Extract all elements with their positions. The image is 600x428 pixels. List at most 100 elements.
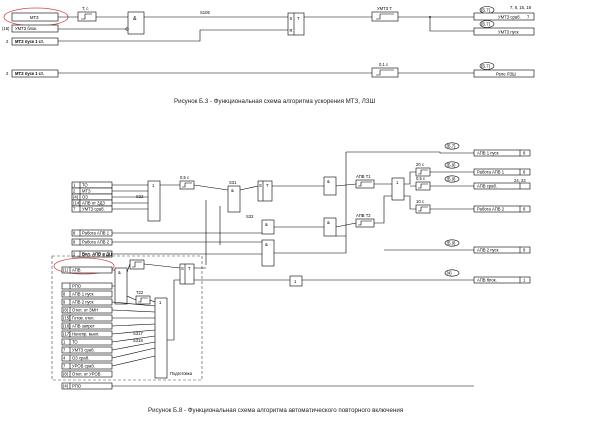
input-label: Готов. откл. <box>72 316 95 321</box>
wire-bundle <box>112 232 262 255</box>
or-label: 1 <box>152 183 155 188</box>
trigger-t: T <box>297 16 300 21</box>
timer-symbol <box>418 169 428 175</box>
ref-tag-text: {Б.7} <box>481 8 491 13</box>
input-num: 7 <box>73 207 76 212</box>
output-label: Работа АПВ 1 <box>477 170 505 175</box>
input-num: (17) <box>63 332 71 337</box>
timer-label: Т22 <box>136 290 144 295</box>
input-num: 7 <box>63 364 66 369</box>
ref-numbers: 7, 8, 15, 18 <box>510 5 532 10</box>
timer-symbol <box>132 261 142 268</box>
input-label: АПВ запрет <box>72 324 95 329</box>
input-num: (16) <box>2 26 10 31</box>
ref-tag <box>444 142 460 150</box>
ref-tag-text: {Б.7} <box>481 22 491 27</box>
input-label: МТЗ пуск 1 ст. <box>15 71 44 76</box>
input-box <box>61 382 113 390</box>
timer-symbol <box>376 69 394 76</box>
wire-bundle <box>111 301 156 367</box>
or-label: 1 <box>396 180 399 185</box>
ref-tag <box>444 269 460 277</box>
input-box-start <box>11 37 59 46</box>
trigger-s: S <box>259 183 262 188</box>
output-num: 7 <box>527 15 530 20</box>
input-label: Неиспр. выкл. <box>72 332 99 337</box>
timer-symbol <box>418 183 428 189</box>
timer-label: 20 с <box>416 162 424 167</box>
input-label: МТЗ <box>30 15 39 20</box>
wire-bundle <box>112 184 148 210</box>
input-num: 9 <box>73 240 76 245</box>
timer-block <box>371 67 399 78</box>
timer-label: АПВ T1 <box>356 174 371 179</box>
timer-block <box>129 259 145 270</box>
signal-label: S31 <box>229 180 237 185</box>
output-box <box>473 12 535 21</box>
input-num: 1 <box>63 340 66 345</box>
ref-tag-text: {4} <box>447 270 453 275</box>
wire <box>193 184 229 191</box>
input-num: (15) <box>63 316 71 321</box>
figure-caption: Рисунок Б.3 - Функциональная схема алгор… <box>174 98 375 105</box>
input-num: 9 <box>63 300 66 305</box>
timer-label: 0,5 с <box>416 176 425 181</box>
ref-tag-text: {Б.9} <box>447 176 457 181</box>
highlight-ellipse <box>53 257 115 275</box>
and-gate <box>114 267 128 305</box>
preparation-region <box>51 255 203 381</box>
ref-tag <box>479 20 495 28</box>
signal-label: S106 <box>200 10 210 15</box>
or-label: 1 <box>294 279 297 284</box>
trigger-t: T <box>266 183 269 188</box>
ref-tag-text: {Б.9} <box>447 240 457 245</box>
input-label: Работа АПВ 2 <box>82 240 110 245</box>
input-label: РПО <box>72 384 82 389</box>
input-label: ТО <box>82 183 88 188</box>
input-label: ОЗ <box>82 195 88 200</box>
gate-label: & <box>231 188 234 193</box>
input-box <box>61 370 113 378</box>
input-label: Работа АПВ 1 <box>82 231 110 236</box>
output-label: АПВ сраб. <box>477 184 497 189</box>
input-label: РПО <box>72 284 82 289</box>
ref-tag <box>444 161 460 169</box>
gate-label: & <box>327 220 330 225</box>
input-num: 2 <box>73 252 76 257</box>
output-label: АПВ блок. <box>477 278 497 283</box>
input-box <box>71 187 113 195</box>
timer-symbol <box>81 13 92 20</box>
timer-symbol <box>358 181 372 187</box>
or-label: 1 <box>159 300 162 305</box>
input-num: 8 <box>73 231 76 236</box>
input-num: (14) <box>73 201 81 206</box>
ref-tag <box>444 239 460 247</box>
and-gate <box>261 239 275 267</box>
and-gate <box>127 11 145 35</box>
or-gate <box>147 180 161 222</box>
timer-block <box>179 180 195 190</box>
trigger-r: R <box>290 28 293 33</box>
input-num: 7 <box>63 348 66 353</box>
or-gate <box>391 177 405 201</box>
timer-block <box>415 181 431 191</box>
timer-label: T, c <box>82 6 89 11</box>
ref-tag <box>479 62 495 70</box>
and-gate <box>227 185 241 213</box>
input-label: УМТЗ сраб. <box>72 348 95 353</box>
timer-block <box>135 295 151 305</box>
gate-label: & <box>265 222 268 227</box>
input-label: Откл. от ЗМН <box>72 308 98 313</box>
timer-block <box>415 204 431 214</box>
figure-b3: МТЗ (16) УМТЗ блок. 2 МТЗ пуск 1 ст. T, … <box>2 5 535 105</box>
timer-symbol <box>376 13 394 20</box>
wire <box>345 151 474 236</box>
wire <box>272 185 347 254</box>
output-num: 24, 22 <box>514 178 526 183</box>
input-label: УРОВ сраб. <box>72 364 95 369</box>
wire <box>239 185 259 191</box>
input-label: УМТЗ блок. <box>15 26 37 31</box>
input-label: ОЗ сраб. <box>72 356 89 361</box>
input-box <box>61 338 113 346</box>
